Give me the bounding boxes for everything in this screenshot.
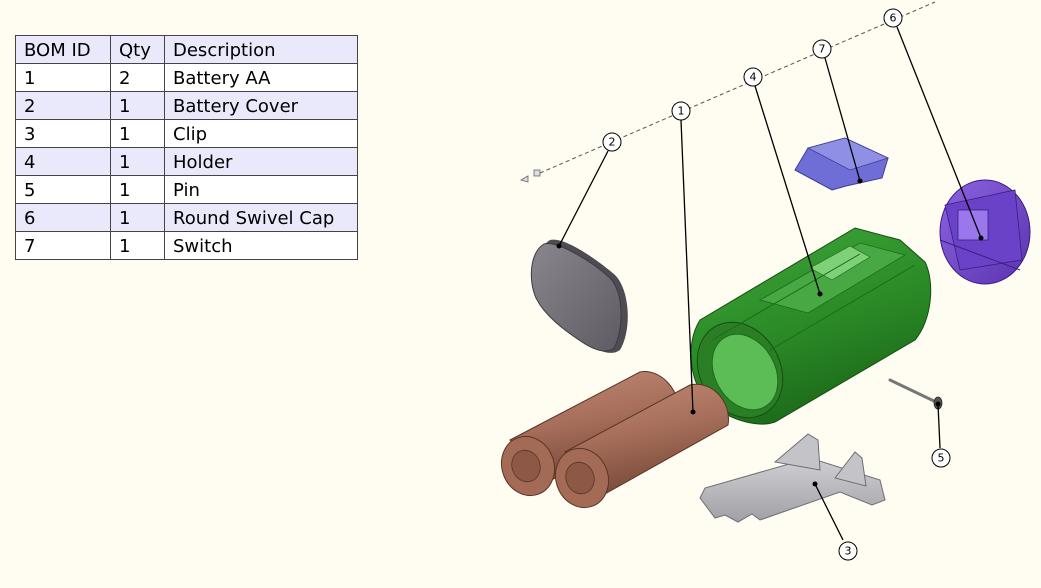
- bom-header-row: BOM ID Qty Description: [15, 35, 358, 64]
- bom-cell-id: 7: [15, 231, 111, 260]
- battery-cover-part: [530, 239, 628, 353]
- leader-lines: [558, 26, 982, 541]
- balloon-1: 1: [671, 101, 691, 121]
- bom-cell-description: Round Swivel Cap: [164, 203, 358, 232]
- bom-cell-qty: 1: [110, 119, 165, 148]
- battery-aa-part: [501, 371, 729, 509]
- switch-part: [794, 137, 890, 191]
- balloon-4: 4: [743, 67, 763, 87]
- balloon-6: 6: [883, 8, 903, 28]
- clip-part: [699, 433, 886, 523]
- bom-row: 2 1 Battery Cover: [15, 91, 358, 120]
- balloon-6-label: 6: [890, 12, 897, 25]
- balloon-3: 3: [838, 541, 858, 561]
- bom-header-id: BOM ID: [15, 35, 111, 64]
- balloon-7: 7: [812, 39, 832, 59]
- bom-cell-description: Switch: [164, 231, 358, 260]
- bom-cell-qty: 1: [110, 231, 165, 260]
- bom-cell-description: Battery AA: [164, 63, 358, 92]
- bom-row: 1 2 Battery AA: [15, 63, 358, 92]
- bom-row: 6 1 Round Swivel Cap: [15, 203, 358, 232]
- balloon-4-label: 4: [750, 71, 757, 84]
- bom-row: 7 1 Switch: [15, 231, 358, 260]
- balloon-7-label: 7: [819, 43, 826, 56]
- bom-cell-id: 4: [15, 147, 111, 176]
- bom-cell-id: 2: [15, 91, 111, 120]
- bom-cell-id: 1: [15, 63, 111, 92]
- bom-cell-id: 5: [15, 175, 111, 204]
- leader-endpoints: [556, 178, 984, 487]
- bom-cell-qty: 1: [110, 91, 165, 120]
- round-swivel-cap-part: [939, 179, 1031, 285]
- balloon-3-label: 3: [845, 545, 852, 558]
- bom-cell-qty: 1: [110, 147, 165, 176]
- bom-cell-qty: 1: [110, 175, 165, 204]
- balloon-2: 2: [602, 132, 622, 152]
- balloon-1-label: 1: [678, 105, 685, 118]
- bom-table: BOM ID Qty Description 1 2 Battery AA 2 …: [15, 35, 358, 260]
- balloon-5-label: 5: [938, 452, 945, 465]
- bom-cell-qty: 1: [110, 203, 165, 232]
- bom-cell-id: 3: [15, 119, 111, 148]
- pin-part: [888, 378, 943, 410]
- bom-cell-description: Battery Cover: [164, 91, 358, 120]
- balloon-5: 5: [931, 448, 951, 468]
- bom-cell-qty: 2: [110, 63, 165, 92]
- balloon-2-label: 2: [609, 136, 616, 149]
